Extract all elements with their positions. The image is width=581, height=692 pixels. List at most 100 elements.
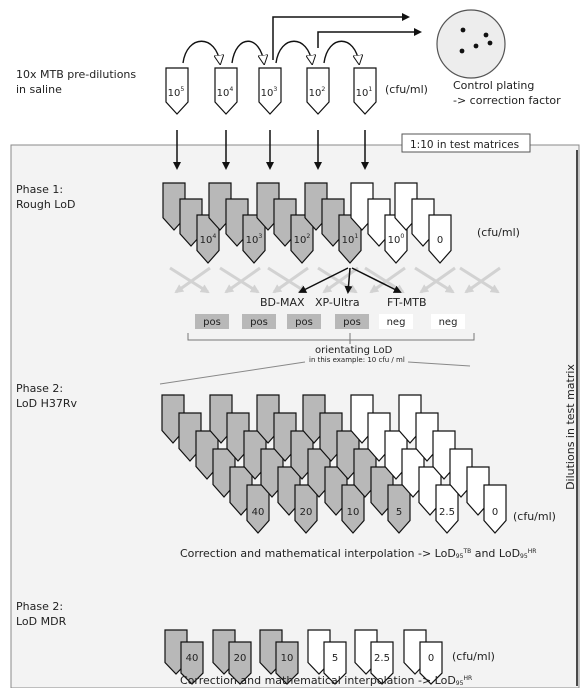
gray-arrow (369, 266, 406, 294)
colony-dot (473, 43, 479, 49)
gray-arrow (464, 266, 501, 294)
phase2b-tube-label: 5 (332, 653, 338, 664)
predilution-tube-label: 102 (309, 86, 326, 99)
gray-arrow (419, 266, 456, 294)
gray-arrow (414, 266, 455, 294)
assay-arrow (298, 267, 349, 293)
predilution-unit-label: (cfu/ml) (385, 83, 428, 96)
control-plate (436, 9, 506, 79)
phase1-tube-label: 100 (388, 233, 405, 246)
control-arrow (317, 28, 422, 48)
result-label: pos (343, 317, 361, 328)
result-box (195, 314, 229, 329)
phase2a-tube-label: 40 (252, 507, 265, 518)
phase1-title-line1: Phase 1: (16, 183, 64, 196)
predilution-label-line1: 10x MTB pre-dilutions (16, 68, 137, 81)
control-arrow (272, 13, 410, 60)
phase2b-title-line2: LoD MDR (16, 615, 67, 628)
phase2a-title-line2: LoD H37Rv (16, 397, 78, 410)
phase2b-front-tube (228, 641, 252, 685)
phase2a-title-line1: Phase 2: (16, 382, 64, 395)
predilution-tube-label: 105 (168, 86, 185, 99)
result-label: neg (387, 317, 406, 328)
orientating-lod-title: orientating LoD (315, 345, 393, 356)
phase2b-front-tube (323, 641, 347, 685)
assay-arrow (344, 267, 353, 294)
predilution-tube-label: 104 (217, 86, 234, 99)
phase2b-front-tube (275, 641, 299, 685)
result-box (287, 314, 321, 329)
assay-label-ftmtb: FT-MTB (387, 296, 427, 309)
predilution-tube (258, 67, 282, 115)
gray-arrow (169, 266, 210, 294)
predilution-label-line2: in saline (16, 83, 62, 96)
result-label: pos (203, 317, 221, 328)
phase1-title-line2: Rough LoD (16, 198, 76, 211)
results-bracket (187, 333, 475, 341)
colony-dot (487, 40, 493, 46)
phase1-tube-label: 0 (437, 235, 443, 246)
result-box (379, 314, 413, 329)
transfer-arrow (323, 40, 359, 63)
phase2a-tube-label: 10 (347, 507, 360, 518)
phase2b-front-tube (419, 641, 443, 685)
phase1-tube-label: 101 (342, 233, 359, 246)
phase2b-tube-label: 2.5 (374, 653, 390, 664)
phase2b-title-line1: Phase 2: (16, 600, 64, 613)
phase2a-tube-label: 5 (396, 507, 402, 518)
gray-arrow (224, 266, 261, 294)
phase2b-caption: Correction and mathematical interpolatio… (180, 674, 473, 687)
gray-arrow (322, 266, 359, 294)
phase1-tube-label: 102 (294, 233, 311, 246)
phase2b-tube-label: 10 (281, 653, 294, 664)
phase2b-tube-label: 20 (234, 653, 247, 664)
transfer-arrow (275, 40, 312, 63)
phase2a-caption: Correction and mathematical interpolatio… (180, 547, 537, 560)
phase2b-front-tube (180, 641, 204, 685)
phase2b-tube-label: 40 (186, 653, 199, 664)
colony-dot (459, 48, 465, 54)
result-box (335, 314, 369, 329)
phase2b-tube-label: 0 (428, 653, 434, 664)
assay-label-xpultra: XP-Ultra (315, 296, 360, 309)
phase1-tube-label: 103 (246, 233, 263, 246)
predilution-tube-label: 101 (356, 86, 373, 99)
phase2a-front-tube (483, 484, 507, 534)
side-label: Dilutions in test matrix (563, 364, 577, 490)
transfer-arrow (182, 40, 220, 63)
phase1-front-tube (428, 214, 452, 264)
perspective-line (159, 361, 306, 385)
phase2a-tube-label: 0 (492, 507, 498, 518)
predilution-tube (214, 67, 238, 115)
matrix-box (401, 133, 531, 153)
phase2a-unit-label: (cfu/ml) (513, 510, 556, 523)
gray-arrow (219, 266, 260, 294)
colony-dot (483, 32, 489, 38)
phase2b-front-tube (370, 641, 394, 685)
gray-arrow (459, 266, 500, 294)
result-label: pos (295, 317, 313, 328)
result-box (242, 314, 276, 329)
result-label: neg (439, 317, 458, 328)
phase1-unit-label: (cfu/ml) (477, 226, 520, 239)
matrix-box-label: 1:10 in test matrices (410, 139, 520, 151)
result-box (431, 314, 465, 329)
colony-dot (460, 27, 466, 33)
gray-arrow (174, 266, 211, 294)
orientating-lod-subtitle: in this example: 10 cfu / ml (309, 356, 405, 364)
phase1-tube-label: 104 (200, 233, 217, 246)
predilution-tube (353, 67, 377, 115)
predilution-tube-label: 103 (261, 86, 278, 99)
phase2a-tube-label: 20 (300, 507, 313, 518)
predilution-tube (306, 67, 330, 115)
perspective-line (407, 361, 471, 367)
phase2a-tube-label: 2.5 (439, 507, 455, 518)
gray-arrow (272, 266, 309, 294)
assay-label-bdmax: BD-MAX (260, 296, 305, 309)
predilution-tube (165, 67, 189, 115)
control-label-line2: -> correction factor (453, 94, 561, 107)
transfer-arrow (231, 40, 264, 63)
